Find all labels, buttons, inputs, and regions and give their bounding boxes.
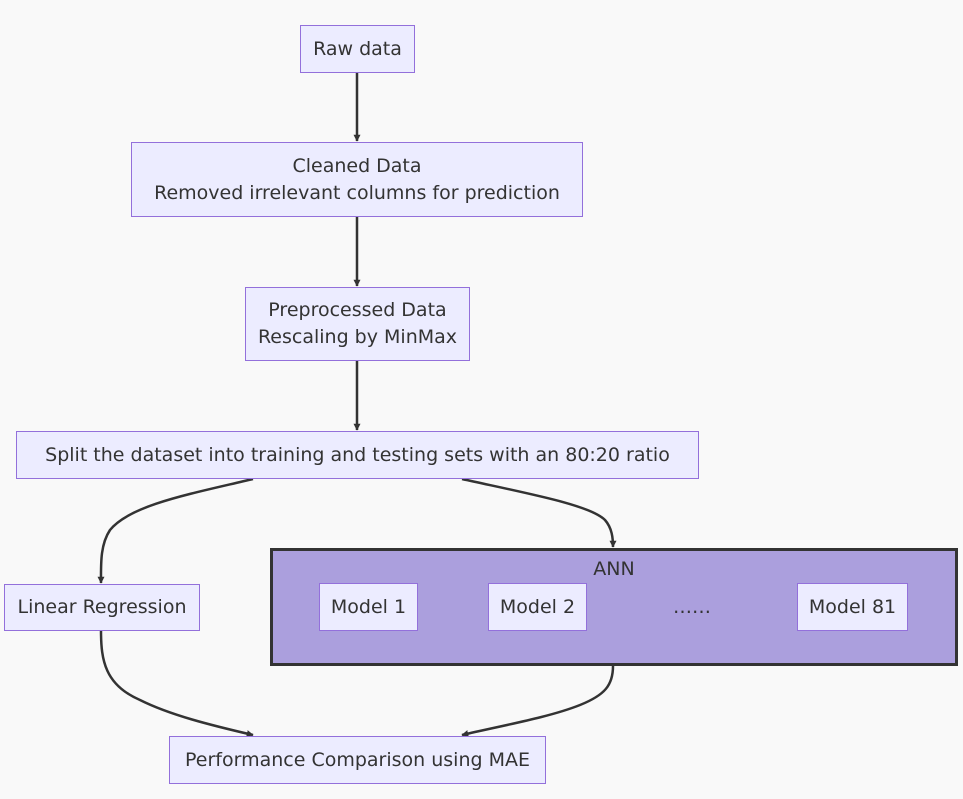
node-model-81-label: Model 81 (808, 595, 897, 618)
node-raw-data-label: Raw data (313, 37, 402, 60)
edge-linear-to-performance (99, 630, 254, 737)
node-linear-regression: Linear Regression (4, 584, 200, 631)
node-model-2-label: Model 2 (499, 595, 576, 618)
edge-split-to-linear (97, 477, 254, 584)
cluster-ann-label: ANN (593, 558, 635, 580)
node-preprocessed-data-detail: Rescaling by MinMax (257, 326, 458, 348)
node-performance-comparison: Performance Comparison using MAE (169, 736, 546, 784)
node-split-dataset: Split the dataset into training and test… (16, 431, 699, 479)
node-preprocessed-data-title: Preprocessed Data (268, 299, 447, 321)
node-cleaned-data-title: Cleaned Data (292, 154, 422, 177)
models-ellipsis: …… (673, 596, 711, 618)
node-performance-comparison-label: Performance Comparison using MAE (185, 748, 530, 771)
node-model-2: Model 2 (488, 583, 587, 631)
node-linear-regression-label: Linear Regression (17, 596, 187, 618)
node-split-dataset-label: Split the dataset into training and test… (45, 443, 670, 466)
node-cleaned-data-detail: Removed irrelevant columns for predictio… (154, 181, 560, 204)
node-model-1-label: Model 1 (330, 595, 407, 618)
edge-split-to-ann (461, 477, 617, 548)
node-cleaned-data: Cleaned Data Removed irrelevant columns … (131, 142, 583, 217)
node-model-81: Model 81 (797, 583, 908, 631)
node-model-1: Model 1 (319, 583, 418, 631)
node-preprocessed-data: Preprocessed Data Rescaling by MinMax (245, 287, 470, 361)
node-raw-data: Raw data (300, 25, 415, 73)
edge-ann-to-performance (461, 665, 615, 737)
